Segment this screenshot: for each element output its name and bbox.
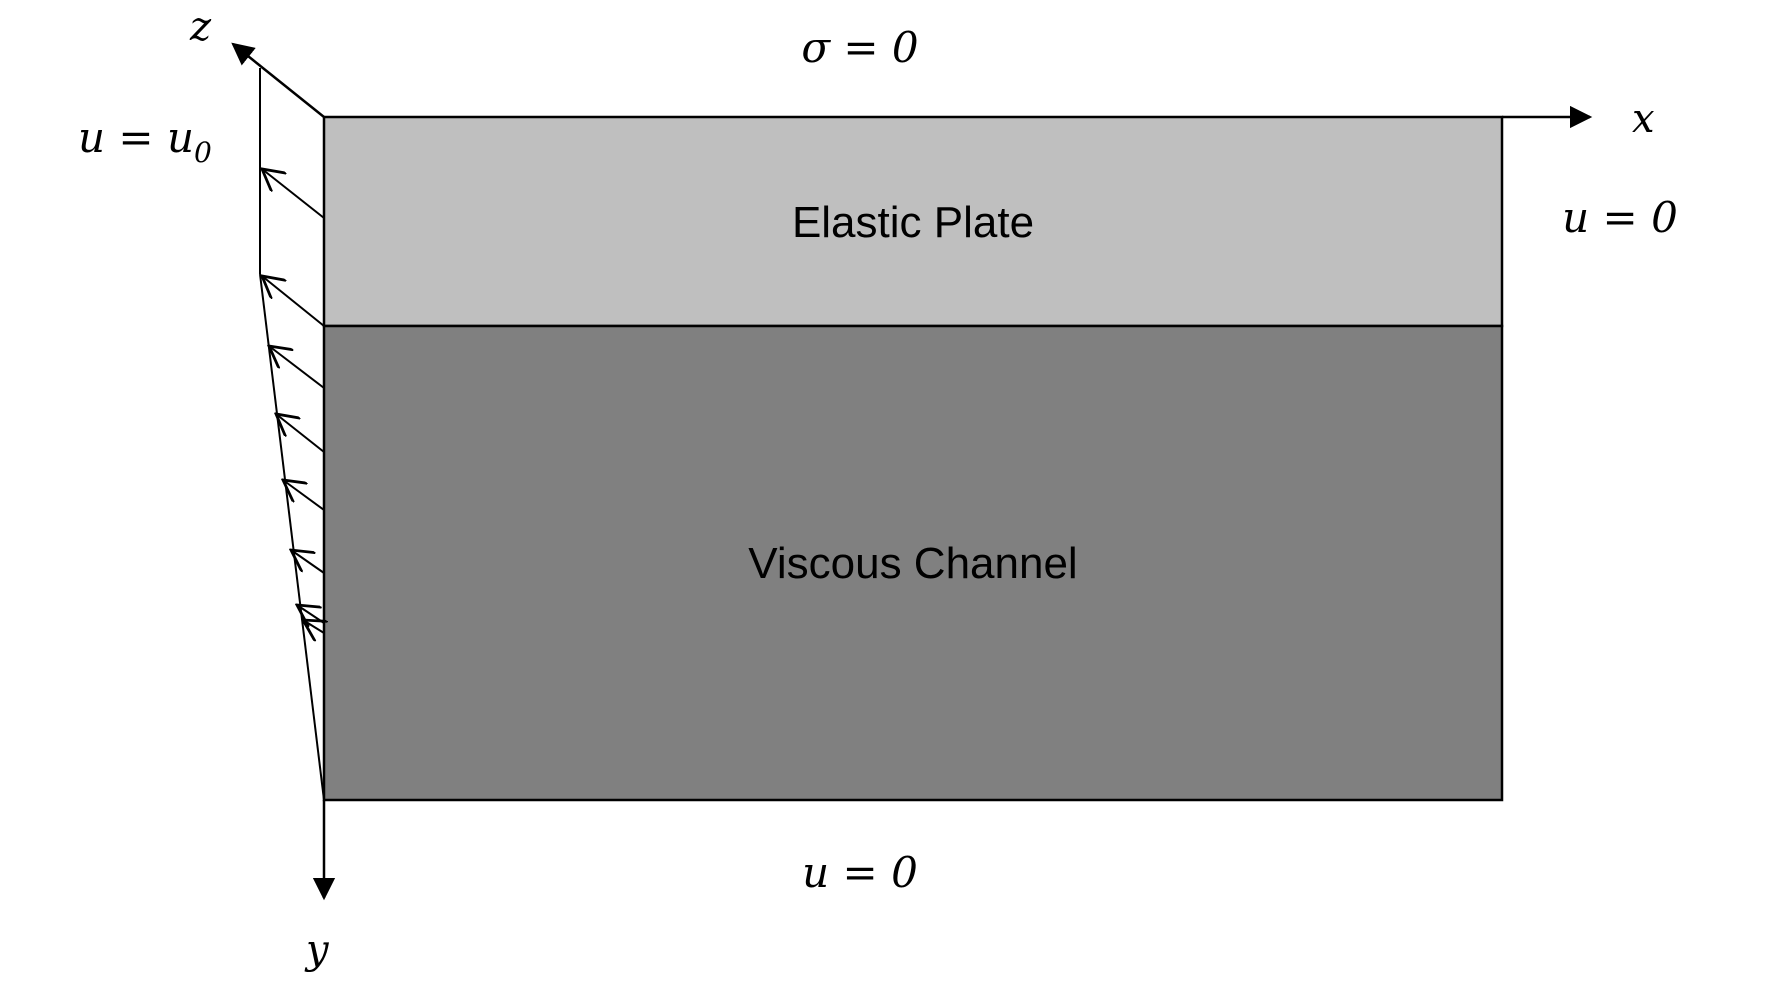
right-boundary-condition: u = 0 [1562,193,1678,242]
viscous-channel-region [322,324,1504,802]
viscous-channel-label: Viscous Channel [748,539,1077,588]
z-axis-label: z [189,4,212,50]
velocity-arrow [269,346,325,389]
profile-slanted-line [259,273,325,801]
velocity-arrows [262,169,324,633]
y-axis-label: y [304,927,330,973]
velocity-arrow [262,276,325,327]
left-bc-main: u = u [78,113,194,162]
velocity-arrow [291,550,325,574]
top-boundary-condition: σ = 0 [801,23,918,72]
elastic-plate-region [322,115,1504,328]
elastic-plate-label: Elastic Plate [792,198,1034,247]
z-axis-line [231,42,325,118]
x-axis-label: x [1632,96,1655,142]
bottom-boundary-condition: u = 0 [802,848,918,897]
left-bc-subscript: 0 [194,136,212,169]
left-boundary-condition: u = u0 [78,113,212,169]
velocity-arrow [303,620,324,633]
velocity-arrow [283,480,325,511]
velocity-arrow [276,414,325,453]
velocity-arrow [262,169,325,219]
